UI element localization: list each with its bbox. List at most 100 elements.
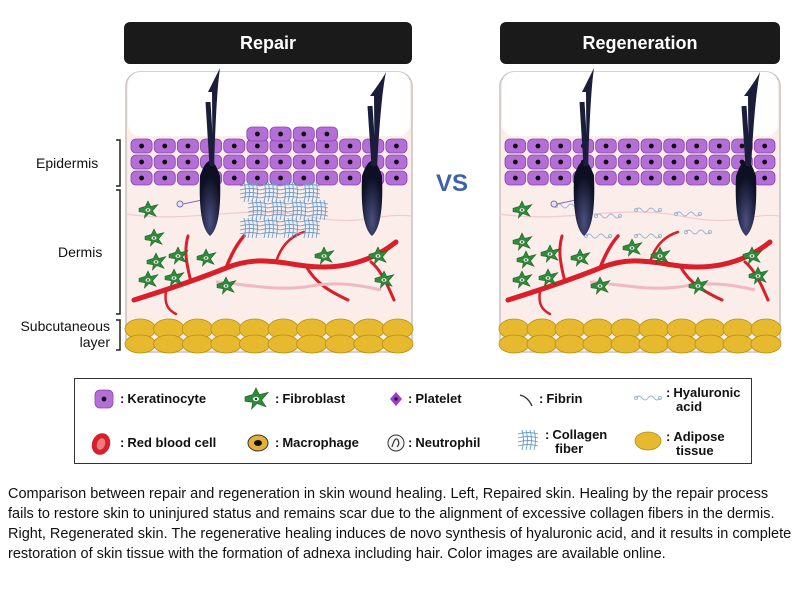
- red-blood-cell-icon: [91, 433, 111, 455]
- fibroblast-cell: [138, 270, 159, 289]
- keratinocyte-cell: [339, 138, 362, 154]
- keratinocyte-cell: [663, 170, 685, 186]
- fibroblast-cell: [138, 200, 159, 219]
- repair-title: Repair: [124, 22, 412, 64]
- keratinocyte-cell: [269, 126, 292, 142]
- figure-caption: Comparison between repair and regenerati…: [8, 486, 792, 562]
- lymph-vessel: [589, 280, 756, 292]
- keratinocyte-cell: [527, 170, 549, 186]
- hair-follicle: [199, 68, 221, 236]
- fibroblast-cell: [374, 270, 395, 289]
- surface-area: [128, 72, 410, 136]
- keratinocyte-cell: [504, 154, 527, 170]
- keratinocyte-cell: [223, 170, 246, 186]
- keratinocyte-cell: [640, 154, 663, 170]
- keratinocyte-cell: [153, 138, 176, 154]
- keratinocyte-cell: [292, 138, 315, 154]
- keratinocyte-cell: [527, 138, 549, 154]
- fibroblast-cell: [650, 246, 671, 265]
- legend-neutrophil: :Neutrophil: [408, 435, 481, 450]
- keratinocyte-cell: [685, 170, 708, 186]
- keratinocyte-cell: [292, 170, 315, 186]
- fibroblast-cell: [314, 246, 335, 265]
- keratinocyte-cell: [753, 138, 776, 154]
- subcutaneous-label: Subcutaneous layer: [6, 318, 110, 350]
- fibroblast-cell: [368, 246, 389, 265]
- keratinocyte-cell: [269, 154, 292, 170]
- keratinocyte-cell: [595, 154, 617, 170]
- fibroblast-cell: [512, 200, 533, 219]
- hair-follicle: [573, 68, 595, 236]
- keratinocyte-cell: [504, 170, 527, 186]
- keratinocyte-cell: [685, 154, 708, 170]
- collagen-fiber: [239, 181, 261, 203]
- fibroblast-cell: [168, 246, 189, 265]
- regeneration-title: Regeneration: [500, 22, 780, 64]
- keratinocyte-cell: [292, 126, 315, 142]
- fibrin-icon: [519, 394, 533, 407]
- keratinocyte-cell: [385, 138, 408, 154]
- keratinocyte-cell: [176, 170, 199, 186]
- legend-fibrin: :Fibrin: [539, 391, 583, 406]
- keratinocyte-cell: [292, 154, 315, 170]
- hyaluronic-acid: [683, 229, 713, 235]
- fibroblast-cell: [538, 268, 559, 287]
- collagen-fiber: [239, 217, 261, 239]
- surface-area: [502, 72, 778, 136]
- keratinocyte-cell: [640, 138, 663, 154]
- keratinocyte-cell: [617, 154, 640, 170]
- collagen-fiber: [307, 199, 329, 221]
- hair-follicle: [735, 72, 760, 236]
- subcutaneous-line1: Subcutaneous: [20, 318, 110, 334]
- fibroblast-cell: [590, 276, 611, 295]
- fibroblast-cell: [196, 248, 217, 267]
- nerve-ending: [550, 200, 558, 208]
- legend-box: [74, 378, 752, 464]
- keratinocyte-cell: [223, 154, 246, 170]
- fibroblast-cell: [742, 246, 763, 265]
- collagen-fiber: [517, 429, 539, 451]
- legend-icons: [91, 387, 663, 455]
- keratinocyte-cell: [130, 138, 153, 154]
- vs-label: VS: [436, 170, 469, 197]
- keratinocyte-cell: [549, 138, 572, 154]
- regeneration-skin-panel: [498, 68, 782, 354]
- keratinocyte-cell: [663, 154, 685, 170]
- keratinocyte-cell: [339, 170, 362, 186]
- collagen-fiber: [279, 181, 301, 203]
- keratinocyte-cell: [504, 138, 527, 154]
- keratinocyte-cell: [130, 154, 153, 170]
- keratinocyte-cell: [176, 138, 199, 154]
- hyaluronic-acid: [583, 233, 613, 239]
- keratinocyte-cell: [617, 138, 640, 154]
- keratinocyte-cell: [246, 170, 269, 186]
- epidermis-label: Epidermis: [36, 155, 99, 171]
- fibroblast-cell: [748, 266, 769, 285]
- fibroblast-cell: [516, 250, 537, 269]
- subcutaneous-line2: layer: [79, 334, 110, 350]
- keratinocyte-cell: [640, 170, 663, 186]
- keratinocyte-cell: [315, 170, 338, 186]
- repair-skin-panel: [124, 68, 414, 354]
- collagen-fiber: [299, 217, 321, 239]
- fibroblast-cell: [512, 232, 533, 251]
- keratinocyte-cell: [339, 154, 362, 170]
- keratinocyte-cell: [549, 170, 572, 186]
- keratinocyte-cell: [685, 138, 708, 154]
- legend-fibroblast: :Fibroblast: [275, 391, 346, 406]
- legend-keratinocyte: :Keratinocyte: [120, 391, 207, 406]
- adipose-icon: [634, 431, 662, 451]
- collagen-fiber: [259, 217, 281, 239]
- keratinocyte-cell: [130, 170, 153, 186]
- adipose-tissue-layer: [498, 318, 782, 354]
- fibroblast-cell: [688, 276, 709, 295]
- legend-macrophage: :Macrophage: [275, 435, 359, 450]
- macrophage-icon: [247, 434, 269, 452]
- keratinocyte-cell: [708, 170, 731, 186]
- keratinocyte-cell: [94, 389, 114, 409]
- neutrophil-icon: [387, 434, 405, 452]
- hyaluronic-acid: [673, 211, 703, 217]
